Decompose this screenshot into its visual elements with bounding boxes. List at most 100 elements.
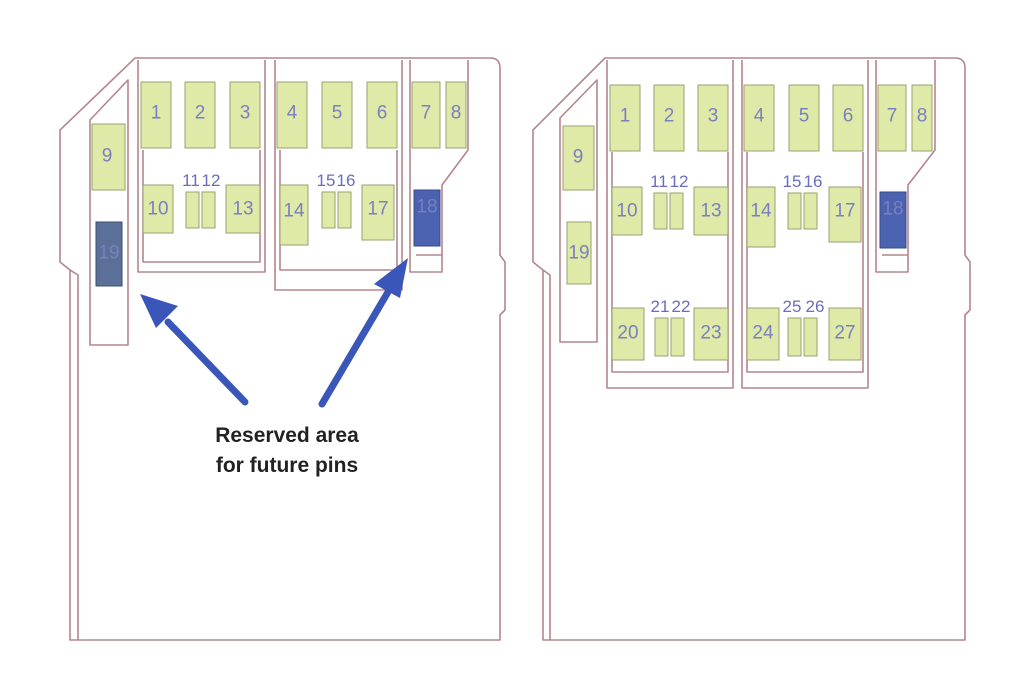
left-card: 1 2 3 4 5 6 7 8 9 10 11 12 13 14 15 16 1… bbox=[59, 57, 506, 641]
svg-text:6: 6 bbox=[377, 103, 388, 124]
left-arrow-to-pin-19-area bbox=[140, 294, 249, 406]
svg-text:14: 14 bbox=[750, 201, 772, 222]
right-pin-20: 20 bbox=[611, 307, 645, 361]
right-pin-23: 23 bbox=[693, 307, 729, 361]
right-pin-8: 8 bbox=[911, 84, 933, 152]
svg-text:7: 7 bbox=[421, 103, 432, 124]
left-pin-18: 18 bbox=[413, 189, 441, 247]
left-card-side-guide bbox=[89, 79, 129, 346]
svg-text:20: 20 bbox=[617, 323, 638, 344]
annotation-line-2: for future pins bbox=[216, 454, 358, 477]
svg-text:5: 5 bbox=[332, 103, 343, 124]
left-pocket-2 bbox=[274, 60, 403, 291]
svg-text:11: 11 bbox=[650, 172, 668, 191]
left-pin-14: 14 bbox=[279, 184, 309, 246]
svg-text:1: 1 bbox=[151, 103, 162, 124]
left-pin-8: 8 bbox=[445, 81, 467, 149]
svg-text:11: 11 bbox=[182, 171, 200, 190]
right-pin-6: 6 bbox=[832, 84, 864, 152]
right-pin-19: 19 bbox=[566, 221, 592, 285]
svg-text:17: 17 bbox=[367, 199, 388, 220]
right-pin-4: 4 bbox=[743, 84, 775, 152]
right-pin-2: 2 bbox=[653, 84, 685, 152]
svg-text:2: 2 bbox=[664, 106, 675, 127]
right-pin-9: 9 bbox=[562, 125, 595, 191]
svg-text:10: 10 bbox=[616, 201, 637, 222]
left-pocket-1 bbox=[137, 60, 266, 273]
svg-text:18: 18 bbox=[416, 197, 437, 218]
svg-text:12: 12 bbox=[202, 171, 221, 190]
svg-text:26: 26 bbox=[806, 297, 825, 316]
right-pocket-1-floor bbox=[611, 152, 729, 373]
right-card: 1 2 3 4 5 6 7 8 9 10 11 12 13 14 15 16 1… bbox=[532, 57, 971, 641]
left-pin-4: 4 bbox=[276, 81, 308, 149]
right-pin-26: 26 bbox=[803, 297, 825, 357]
left-pin-10: 10 bbox=[142, 184, 174, 234]
right-pin-10: 10 bbox=[611, 186, 643, 236]
right-pocket-1 bbox=[606, 60, 734, 389]
svg-text:9: 9 bbox=[102, 146, 113, 167]
svg-text:27: 27 bbox=[834, 323, 855, 344]
right-pocket-2-floor bbox=[746, 152, 864, 373]
svg-text:16: 16 bbox=[804, 172, 823, 191]
left-pin-17: 17 bbox=[361, 184, 395, 241]
svg-text:13: 13 bbox=[700, 201, 721, 222]
right-card-inner-edge bbox=[542, 269, 551, 640]
left-pin-2: 2 bbox=[184, 81, 216, 149]
right-pin-11: 11 bbox=[650, 172, 668, 230]
svg-text:13: 13 bbox=[232, 199, 253, 220]
right-pin-13: 13 bbox=[693, 186, 729, 236]
right-pin-27: 27 bbox=[828, 307, 862, 361]
svg-text:12: 12 bbox=[670, 172, 689, 191]
svg-text:24: 24 bbox=[752, 323, 774, 344]
right-pin-14: 14 bbox=[746, 186, 776, 248]
right-pin-12: 12 bbox=[669, 172, 689, 230]
svg-text:1: 1 bbox=[620, 106, 631, 127]
svg-text:3: 3 bbox=[240, 103, 251, 124]
svg-text:15: 15 bbox=[783, 172, 802, 191]
left-card-inner-edge bbox=[69, 269, 79, 640]
svg-text:17: 17 bbox=[834, 201, 855, 222]
svg-text:15: 15 bbox=[317, 171, 336, 190]
right-card-outline bbox=[532, 57, 971, 641]
svg-text:9: 9 bbox=[573, 147, 584, 168]
left-pin-6: 6 bbox=[366, 81, 398, 149]
right-pin-7: 7 bbox=[877, 84, 907, 152]
svg-text:8: 8 bbox=[451, 103, 462, 124]
right-pin-3: 3 bbox=[697, 84, 729, 152]
svg-text:4: 4 bbox=[754, 106, 765, 127]
right-pin-17: 17 bbox=[828, 186, 862, 243]
right-pin-5: 5 bbox=[788, 84, 820, 152]
left-pin-5: 5 bbox=[321, 81, 353, 149]
left-pocket-3 bbox=[409, 60, 469, 273]
left-pin-11: 11 bbox=[182, 171, 200, 229]
right-pin-15: 15 bbox=[783, 172, 802, 230]
svg-text:23: 23 bbox=[700, 323, 721, 344]
left-pin-3: 3 bbox=[229, 81, 261, 149]
svg-text:2: 2 bbox=[195, 103, 206, 124]
right-pin-21: 21 bbox=[651, 297, 670, 357]
svg-text:4: 4 bbox=[287, 103, 298, 124]
right-arrow-to-pin-18-area bbox=[318, 258, 408, 408]
svg-text:21: 21 bbox=[651, 297, 670, 316]
left-pin-12: 12 bbox=[201, 171, 221, 229]
left-pin-16: 16 bbox=[337, 171, 355, 229]
right-pin-18: 18 bbox=[879, 191, 907, 249]
left-pin-13: 13 bbox=[225, 184, 261, 234]
svg-text:25: 25 bbox=[783, 297, 802, 316]
left-pin-1: 1 bbox=[140, 81, 172, 149]
svg-text:5: 5 bbox=[799, 106, 810, 127]
svg-text:8: 8 bbox=[917, 106, 928, 127]
left-pin-15: 15 bbox=[317, 171, 336, 229]
right-pin-25: 25 bbox=[783, 297, 802, 357]
right-pocket-2 bbox=[741, 60, 869, 389]
right-card-side-guide bbox=[559, 79, 598, 343]
svg-text:10: 10 bbox=[147, 199, 168, 220]
annotation-line-1: Reserved area bbox=[215, 424, 359, 447]
right-pin-16: 16 bbox=[803, 172, 823, 230]
svg-text:19: 19 bbox=[568, 243, 589, 264]
right-pin-24: 24 bbox=[746, 307, 780, 361]
left-pin-19: 19 bbox=[95, 221, 123, 287]
right-pin-1: 1 bbox=[609, 84, 641, 152]
